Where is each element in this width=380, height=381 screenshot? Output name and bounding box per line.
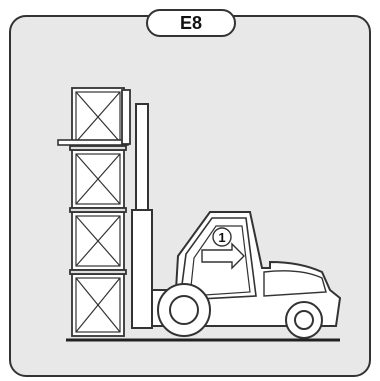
callout-number: 1 — [218, 230, 225, 245]
mast — [132, 104, 152, 328]
fork-carriage — [122, 90, 130, 144]
callout-marker: 1 — [213, 228, 231, 246]
code-tag: E8 — [147, 10, 235, 36]
front-wheel — [158, 284, 210, 336]
crate-stack-icon — [70, 88, 126, 336]
crate — [72, 88, 124, 146]
crate — [72, 150, 124, 208]
code-tag-label: E8 — [180, 13, 202, 33]
fork-tine — [58, 140, 128, 145]
rear-wheel — [286, 302, 322, 338]
crate — [72, 274, 124, 336]
crate — [72, 212, 124, 270]
